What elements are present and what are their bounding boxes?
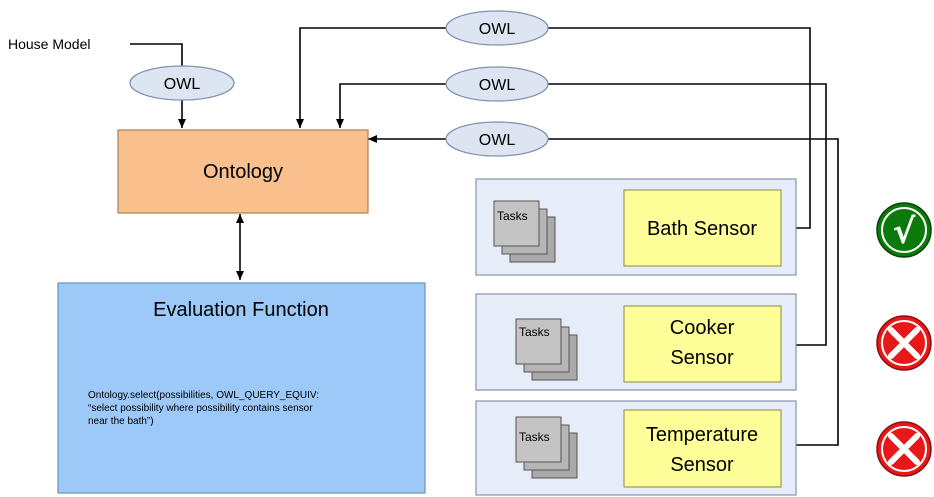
- evaluation-title: Evaluation Function: [153, 299, 329, 321]
- evaluation-rect: [57, 282, 426, 494]
- ontology-box: Ontology: [117, 129, 369, 214]
- sensor-name-line-1: Bath Sensor: [647, 218, 757, 240]
- check-icon: √: [876, 202, 932, 258]
- owl-label: OWL: [479, 132, 516, 149]
- tasks-card-front: [515, 416, 562, 463]
- sensor-name-line-2: Sensor: [670, 347, 734, 369]
- tasks-stack: Tasks: [515, 416, 578, 479]
- tasks-label: Tasks: [519, 325, 550, 339]
- house-model-connector: [130, 43, 183, 66]
- owl-ellipse: [445, 10, 549, 46]
- evaluation-code-line-3: near the bath”): [88, 416, 154, 427]
- temperature-sensor-wire: [548, 138, 839, 446]
- owl-label: OWL: [164, 76, 201, 93]
- owl-middle: OWL: [445, 66, 549, 102]
- owl-label: OWL: [479, 77, 516, 94]
- evaluation-code-line-1: Ontology.select(possibilities, OWL_QUERY…: [88, 390, 319, 401]
- connector-lines: [130, 27, 839, 446]
- sensor-box: [623, 189, 782, 267]
- bath-sensor-wire: [548, 27, 811, 229]
- sensor-panel-cooker: Tasks Cooker Sensor: [475, 293, 797, 391]
- top-owl-arrow: [296, 27, 446, 128]
- evaluation-code-line-2: “select possibility where possibility co…: [88, 403, 313, 414]
- sensor-box: [623, 305, 782, 383]
- owl-house-model: OWL: [129, 65, 235, 101]
- middle-owl-arrow: [336, 83, 446, 128]
- tasks-card-front: [515, 318, 562, 365]
- tasks-label: Tasks: [497, 209, 528, 223]
- sensor-box: [623, 409, 782, 488]
- ontology-rect: [117, 129, 369, 214]
- house-model-label: House Model: [8, 36, 91, 52]
- evaluation-function-box: Evaluation Function Ontology.select(poss…: [57, 282, 426, 494]
- sensor-panel-temperature: Tasks Temperature Sensor: [475, 400, 797, 496]
- sensor-name-line-2: Sensor: [670, 454, 734, 476]
- tasks-stack: Tasks: [515, 318, 578, 381]
- owl-ellipse: [445, 121, 549, 157]
- ontology-label: Ontology: [203, 161, 283, 183]
- tasks-stack: Tasks: [493, 200, 556, 263]
- sensor-name-line-1: Temperature: [646, 424, 758, 446]
- owl-ellipse: [445, 66, 549, 102]
- check-symbol: √: [893, 212, 916, 252]
- sensor-name-line-1: Cooker: [670, 317, 735, 339]
- owl-label: OWL: [479, 21, 516, 38]
- owl-ellipse: [129, 65, 235, 101]
- owl-lower: OWL: [445, 121, 549, 157]
- cooker-sensor-wire: [548, 83, 827, 346]
- owl-top: OWL: [445, 10, 549, 46]
- tasks-card-front: [493, 200, 540, 247]
- cross-icon: [876, 421, 932, 477]
- tasks-label: Tasks: [519, 430, 550, 444]
- cross-icon: [876, 315, 932, 371]
- sensor-panel-bath: Tasks Bath Sensor: [475, 178, 797, 276]
